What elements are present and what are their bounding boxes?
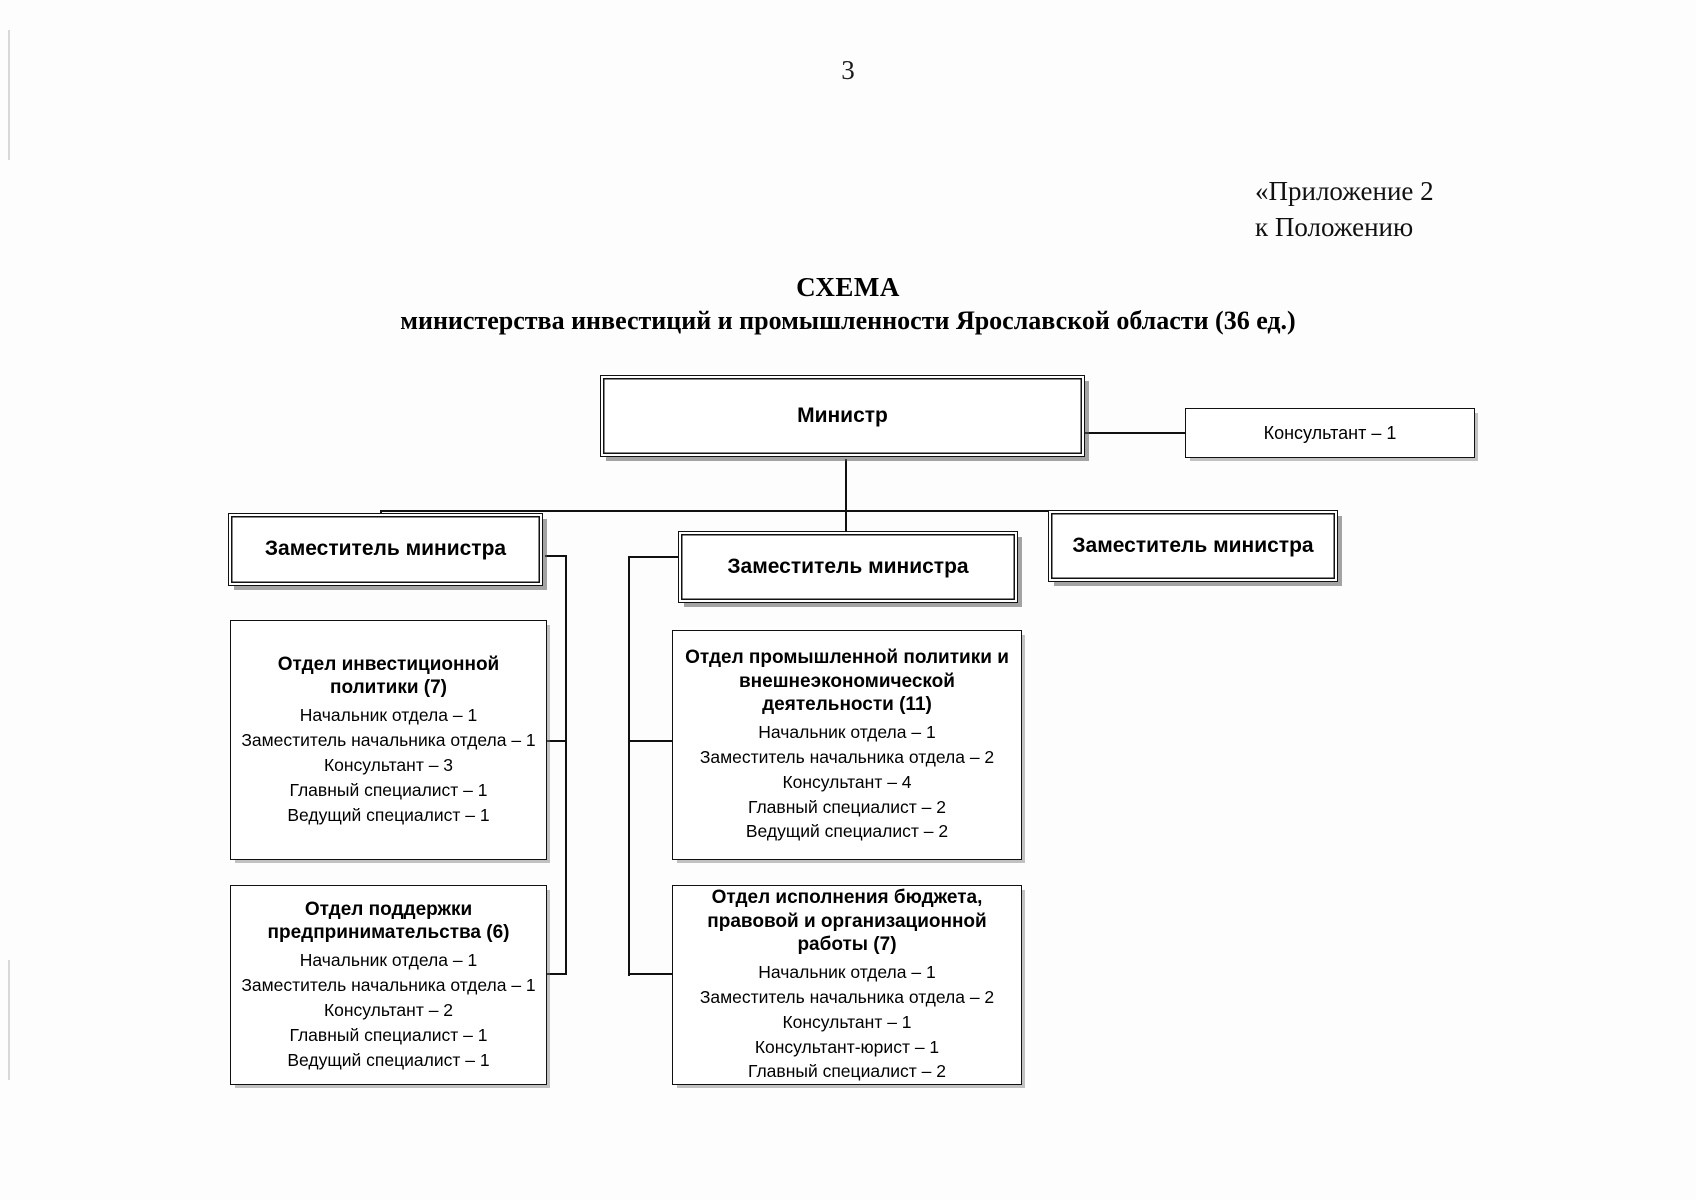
staff-line: Начальник отдела – 1 [299,950,478,971]
staff-line: Начальник отдела – 1 [299,705,478,726]
staff-line: Консультант-юрист – 1 [754,1036,940,1057]
node-deputy-2-label: Заместитель министра [727,554,969,578]
appendix-line-2: к Положению [1255,211,1414,242]
department-staff-list: Начальник отдела – 1 Заместитель начальн… [235,948,541,1072]
staff-line: Главный специалист – 1 [289,779,488,800]
department-title-line: Отдел поддержки [304,898,473,920]
department-title-line: Отдел инвестиционной [277,653,500,675]
node-consultant-label: Консультант – 1 [1263,422,1397,443]
node-department-industrial-policy[interactable]: Отдел промышленной политики и внешнеэкон… [672,630,1022,860]
department-staff-list: Начальник отдела – 1 Заместитель начальн… [694,960,1000,1084]
staff-line: Консультант – 3 [323,754,454,775]
staff-line: Консультант – 1 [782,1011,912,1032]
connector-left-dept-1 [545,740,567,742]
department-title-line: Отдел промышленной политики и [685,646,1009,668]
staff-line: Начальник отдела – 1 [758,722,936,743]
department-title: Отдел исполнения бюджета, правовой и орг… [697,886,996,957]
appendix-line-1: «Приложение 2 [1255,176,1434,206]
staff-line: Главный специалист – 1 [289,1024,488,1045]
node-deputy-3-label: Заместитель министра [1072,533,1314,557]
staff-line: Заместитель начальника отдела – 1 [241,974,536,995]
node-minister[interactable]: Министр [600,375,1085,457]
department-title: Отдел промышленной политики и внешнеэкон… [675,646,1019,717]
department-title-line: Отдел исполнения бюджета, [711,886,983,908]
node-minister-label: Министр [797,403,888,427]
staff-line: Консультант – 4 [782,771,912,792]
staff-line: Заместитель начальника отдела – 1 [241,729,536,750]
connector-deputy-bus [380,510,1216,512]
department-staff-list: Начальник отдела – 1 Заместитель начальн… [235,703,541,827]
department-title: Отдел инвестиционной политики (7) [268,653,509,701]
connector-deputy-drop-2 [845,510,847,536]
staff-line: Главный специалист – 2 [747,796,947,817]
staff-line: Консультант – 2 [323,999,454,1020]
connector-mid-spine [628,556,630,976]
node-deputy-1-label: Заместитель министра [264,537,507,561]
node-department-investment-policy[interactable]: Отдел инвестиционной политики (7) Началь… [230,620,547,860]
department-title-line: деятельности (11) [762,694,932,716]
department-title-line: работы (7) [797,934,897,956]
department-title-line: внешнеэкономической [738,670,955,692]
connector-left-spine [565,555,567,975]
staff-line: Главный специалист – 2 [747,1061,947,1082]
appendix-reference: «Приложение 2 к Положению [1255,174,1434,245]
page-subtitle: министерства инвестиций и промышленности… [400,306,1296,335]
page-title: СХЕМА [796,272,900,302]
connector-minister-trunk [845,459,847,512]
department-staff-list: Начальник отдела – 1 Заместитель начальн… [694,720,1000,844]
department-title: Отдел поддержки предпринимательства (6) [258,898,520,946]
department-title-line: предпринимательства (6) [267,922,510,944]
scan-artifact [8,30,10,160]
staff-line: Ведущий специалист – 1 [287,804,490,825]
connector-mid-dept-2 [628,973,673,975]
connector-mid-dept-1 [628,740,673,742]
staff-line: Ведущий специалист – 2 [745,821,949,842]
node-deputy-minister-3[interactable]: Заместитель министра [1048,510,1338,582]
staff-line: Начальник отдела – 1 [758,962,936,983]
scan-artifact [8,960,10,1080]
staff-line: Ведущий специалист – 1 [287,1049,490,1070]
connector-mid-dept-top [628,556,680,558]
node-department-budget-execution[interactable]: Отдел исполнения бюджета, правовой и орг… [672,885,1022,1085]
connector-left-dept-top [545,555,567,557]
staff-line: Заместитель начальника отдела – 2 [699,746,995,767]
department-title-line: политики (7) [329,677,448,699]
staff-line: Заместитель начальника отдела – 2 [699,986,995,1007]
connector-minister-consultant [1082,432,1187,434]
department-title-line: правовой и организационной [707,910,987,932]
node-consultant[interactable]: Консультант – 1 [1185,408,1475,458]
node-department-entrepreneurship-support[interactable]: Отдел поддержки предпринимательства (6) … [230,885,547,1085]
node-deputy-minister-2[interactable]: Заместитель министра [678,531,1018,603]
connector-left-dept-2 [545,973,567,975]
node-deputy-minister-1[interactable]: Заместитель министра [228,513,543,586]
page-number: 3 [841,55,855,85]
